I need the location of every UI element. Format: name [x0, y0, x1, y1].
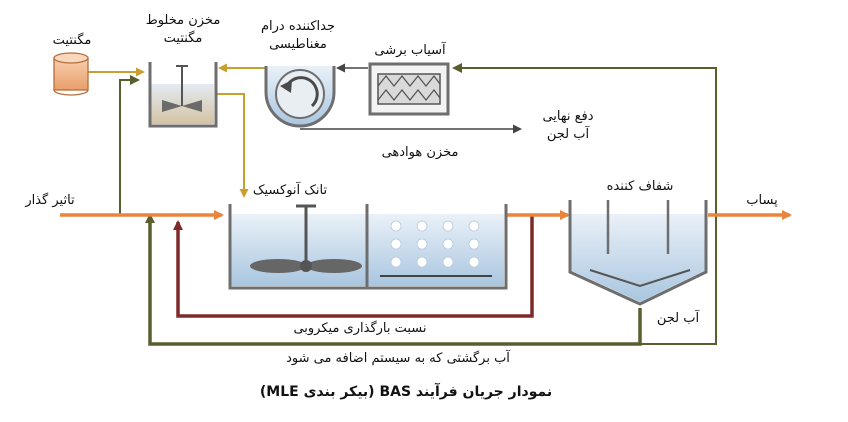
magnetic-drum-separator [264, 66, 336, 128]
label-effluent: پساب [746, 193, 778, 208]
aeration-tank [368, 214, 504, 286]
clarifier [568, 200, 708, 306]
label-final-disposal: دفع نهایی [542, 109, 593, 124]
shear-mill [368, 62, 450, 116]
magnetite-lines [86, 63, 268, 198]
diagram-caption: نمودار جریان فرآیند BAS (بیکر بندی MLE) [260, 382, 552, 400]
mlr-line [173, 215, 534, 318]
label-magnetite: مگنتیت [53, 32, 92, 48]
label-shear-mill: آسیاب برشی [374, 41, 447, 58]
label-drum-line1: جداکننده درام [261, 19, 335, 34]
mix-tank [148, 62, 218, 128]
label-influent: تاثیر گذار [24, 192, 75, 208]
label-mlr: نسبت بارگذاری میکروبی [293, 320, 426, 336]
label-mix-tank-line2: مگنتیت [164, 30, 203, 46]
label-return-line: آب برگشتی که به سیستم اضافه می شود [286, 349, 511, 366]
label-anoxic-tank: تانک آنوکسیک [253, 181, 328, 198]
label-aeration-tank: مخزن هوادهی [382, 145, 459, 160]
label-drum-line2: مغناطیسی [269, 37, 327, 52]
magnetite-drum [53, 52, 89, 96]
label-mix-tank-line1: مخزن مخلوط [146, 13, 221, 28]
label-return-sludge: آب لجن [657, 309, 701, 326]
anoxic-tank [230, 204, 366, 286]
label-waste-sludge: آب لجن [547, 125, 591, 142]
label-clarifier: شفاف کننده [607, 179, 674, 194]
